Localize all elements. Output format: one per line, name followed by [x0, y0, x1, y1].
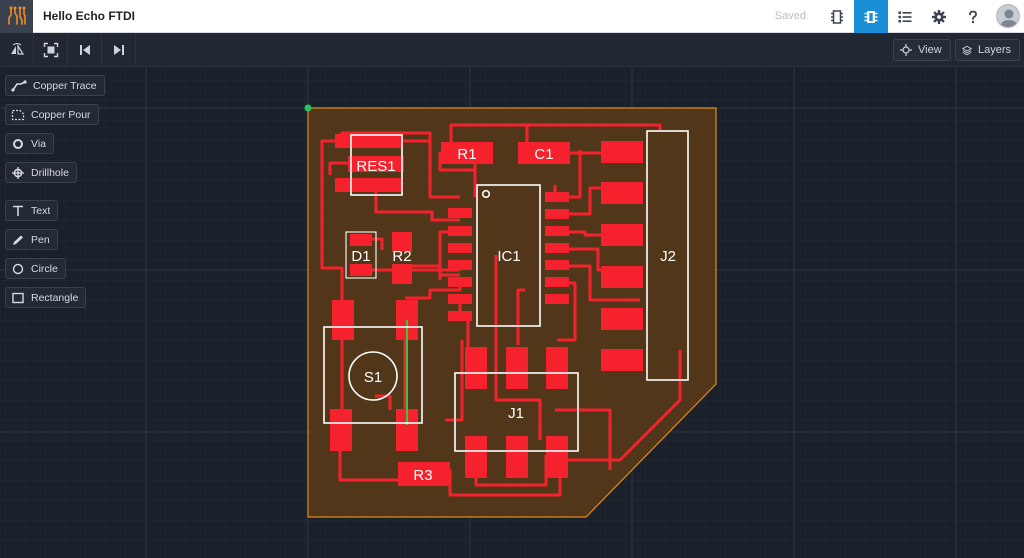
tool-copper-trace[interactable]: Copper Trace	[5, 75, 105, 96]
skip-back-icon	[79, 44, 90, 55]
settings-button[interactable]	[922, 0, 956, 33]
label-c1[interactable]: C1	[534, 146, 553, 163]
skip-forward-icon	[113, 44, 124, 55]
tool-label: Drillhole	[31, 166, 69, 179]
label-ic1[interactable]: IC1	[497, 248, 520, 265]
schematic-view-button[interactable]	[820, 0, 854, 33]
tool-via[interactable]: Via	[5, 133, 54, 154]
copper-pour-icon	[11, 109, 25, 120]
tool-circle[interactable]: Circle	[5, 258, 66, 279]
tool-label: Via	[31, 137, 46, 150]
layers-menu-button[interactable]: Layers	[955, 39, 1020, 61]
label-r1[interactable]: R1	[457, 146, 476, 163]
user-avatar[interactable]	[996, 4, 1020, 28]
app-header: Hello Echo FTDI Saved	[0, 0, 1024, 33]
via-icon	[13, 138, 23, 149]
help-button[interactable]	[956, 0, 990, 33]
editor-toolbar: View Layers	[0, 33, 1024, 67]
app-logo[interactable]	[0, 0, 33, 33]
label-r3[interactable]: R3	[413, 467, 432, 484]
list-icon	[898, 11, 912, 22]
pcb-chip-icon	[864, 10, 878, 23]
tool-pen[interactable]: Pen	[5, 229, 58, 250]
flip-board-icon	[10, 42, 24, 55]
label-s1[interactable]: S1	[364, 369, 382, 386]
label-r2[interactable]: R2	[392, 248, 411, 265]
bom-list-button[interactable]	[888, 0, 922, 33]
text-icon	[13, 205, 23, 216]
label-d1[interactable]: D1	[351, 248, 370, 265]
help-icon	[969, 10, 977, 23]
pcb-view-button[interactable]	[854, 0, 888, 33]
crosshair-icon	[900, 44, 912, 56]
tool-rectangle[interactable]: Rectangle	[5, 287, 87, 308]
silkscreen	[323, 130, 689, 452]
tool-label: Copper Pour	[31, 108, 91, 121]
previous-button[interactable]	[68, 33, 102, 66]
rectangle-icon	[12, 292, 24, 303]
gear-icon	[932, 9, 946, 24]
fit-to-screen-button[interactable]	[34, 33, 68, 66]
user-icon	[1000, 9, 1018, 27]
project-title: Hello Echo FTDI	[43, 9, 136, 23]
tool-label: Circle	[31, 262, 58, 275]
layers-label: Layers	[977, 44, 1011, 56]
pcb-canvas[interactable]: RES1 R1 C1 D1 R2 IC1 J2 S1 J1 R3	[0, 67, 1024, 558]
label-j2[interactable]: J2	[660, 248, 676, 265]
pen-icon	[13, 235, 23, 245]
tool-label: Rectangle	[31, 291, 79, 304]
copper-trace-icon	[11, 79, 27, 92]
origin-marker	[304, 104, 312, 112]
circle-icon	[12, 263, 24, 274]
tool-drillhole[interactable]: Drillhole	[5, 162, 77, 183]
view-menu-button[interactable]: View	[893, 39, 951, 61]
tool-label: Copper Trace	[33, 79, 97, 92]
fit-screen-icon	[43, 42, 58, 57]
copper-pads[interactable]	[330, 134, 643, 486]
tool-label: Pen	[31, 233, 50, 246]
next-button[interactable]	[102, 33, 136, 66]
label-j1[interactable]: J1	[508, 405, 524, 422]
drillhole-icon	[12, 166, 24, 179]
label-res1[interactable]: RES1	[356, 158, 395, 175]
view-label: View	[918, 44, 942, 56]
tool-text[interactable]: Text	[5, 200, 59, 221]
tool-copper-pour[interactable]: Copper Pour	[5, 104, 99, 125]
tool-label: Text	[31, 204, 51, 217]
layers-icon	[962, 45, 972, 55]
schematic-chip-icon	[831, 9, 843, 24]
circuit-logo-icon	[7, 6, 26, 25]
save-status: Saved	[774, 10, 806, 22]
board-flip-button[interactable]	[0, 33, 34, 66]
